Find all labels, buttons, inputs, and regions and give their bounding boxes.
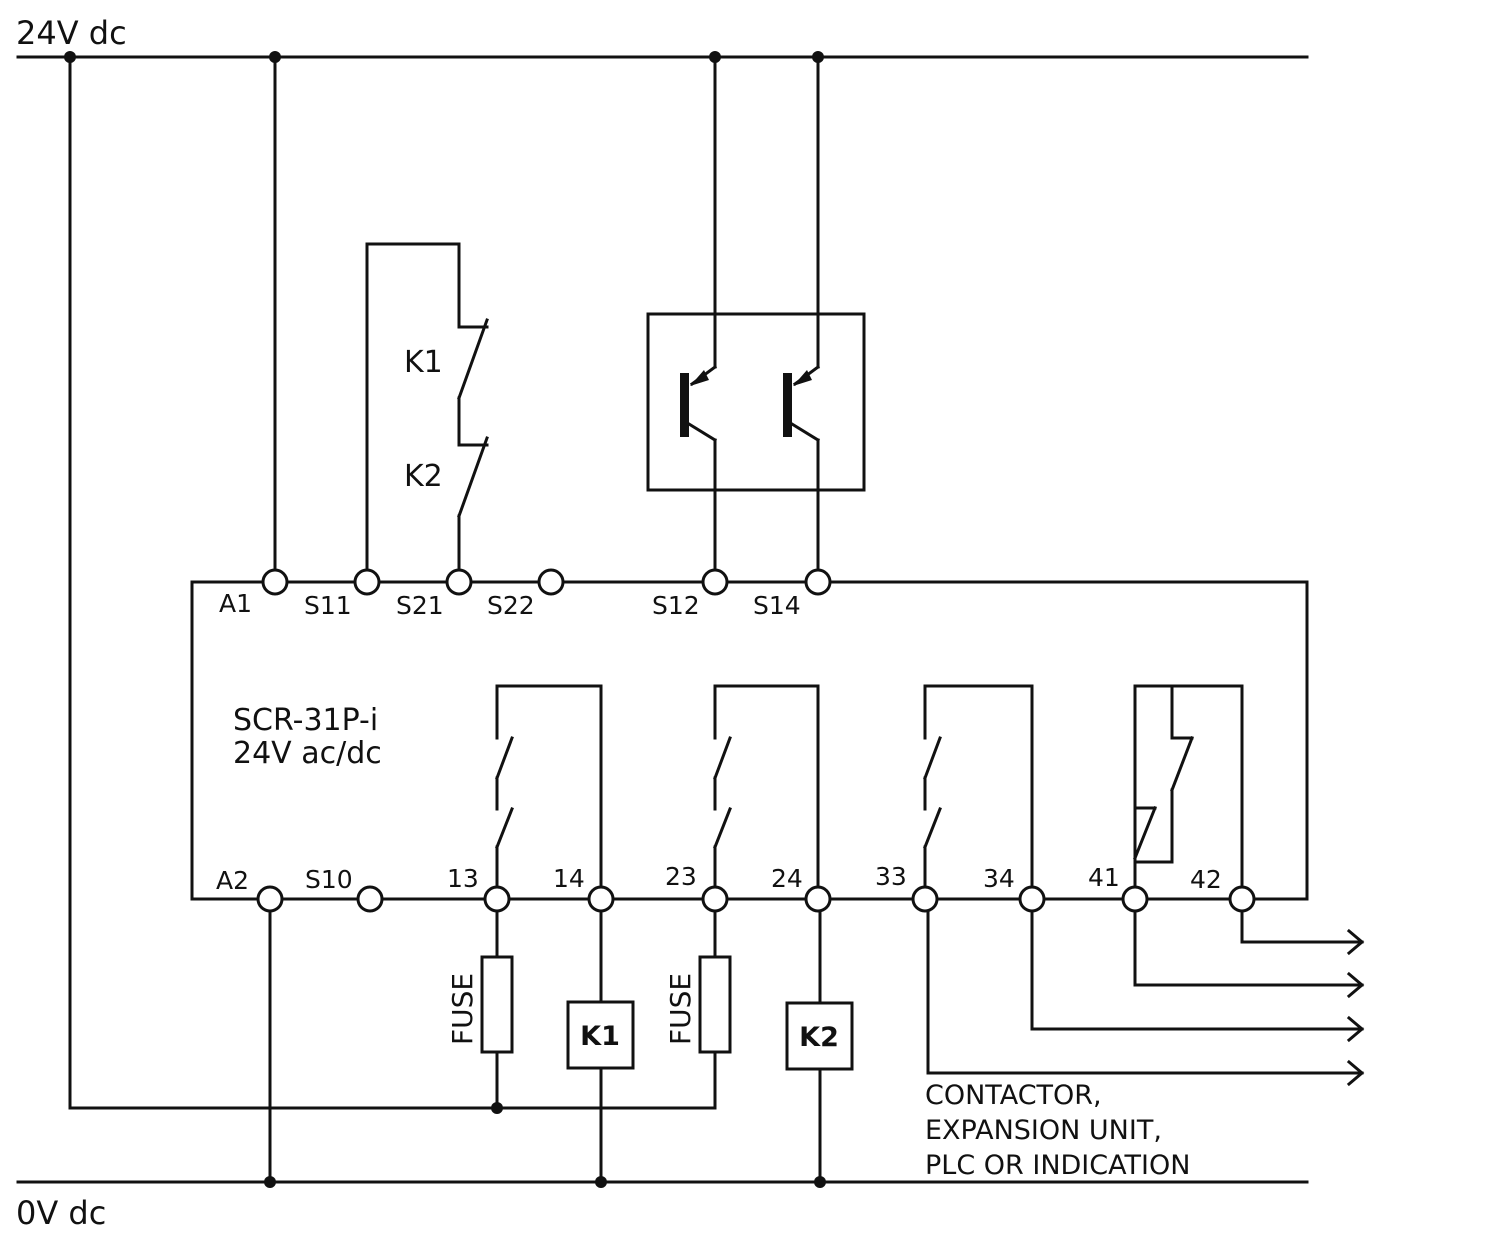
terminal-label-s14: S14 [753, 591, 801, 620]
terminal-s11 [353, 568, 381, 596]
terminal-a1 [261, 568, 289, 596]
output-contact-13-14 [495, 684, 603, 901]
output-contact-41-42 [1133, 684, 1244, 901]
terminal-24 [804, 885, 832, 913]
coil-k1 [566, 1000, 635, 1070]
terminal-label-s22: S22 [487, 591, 535, 620]
junction-dots [64, 51, 826, 1188]
coil-k1-label: K1 [580, 1021, 620, 1052]
terminal-label-33: 33 [875, 862, 907, 891]
terminal-s21 [445, 568, 473, 596]
output-arrows [926, 897, 1365, 1087]
terminal-label-41: 41 [1088, 863, 1120, 892]
terminal-34 [1018, 885, 1046, 913]
terminal-label-23: 23 [665, 862, 697, 891]
terminal-label-24: 24 [771, 864, 803, 893]
terminal-label-s10: S10 [305, 865, 353, 894]
rail-24v-label: 24V dc [16, 14, 127, 52]
terminal-14 [587, 885, 615, 913]
terminal-label-14: 14 [553, 864, 585, 893]
output-contact-33-34 [923, 684, 1034, 901]
transistor-block [646, 55, 866, 584]
outputs-note-line-2: EXPANSION UNIT, [925, 1115, 1162, 1146]
fuse-1 [480, 955, 514, 1054]
k1-contact-label: K1 [404, 345, 443, 380]
k2-contact-label: K2 [404, 459, 443, 494]
terminals-bottom [256, 885, 1256, 913]
device-supply-label: 24V ac/dc [233, 736, 382, 771]
feedback-loop [365, 242, 489, 584]
terminal-41 [1121, 885, 1149, 913]
terminals-top [261, 568, 832, 596]
terminal-label-s21: S21 [396, 591, 444, 620]
terminal-s10 [356, 885, 384, 913]
terminal-label-42: 42 [1190, 865, 1222, 894]
terminal-label-s12: S12 [652, 591, 700, 620]
terminal-label-13: 13 [447, 864, 479, 893]
outputs-note-line-1: CONTACTOR, [925, 1080, 1102, 1111]
terminal-a2 [256, 885, 284, 913]
fuse-2-label: FUSE [664, 973, 697, 1045]
device-outline [190, 580, 1309, 901]
terminal-s22 [537, 568, 565, 596]
terminal-label-s11: S11 [304, 591, 352, 620]
terminal-13 [483, 885, 511, 913]
terminal-42 [1228, 885, 1256, 913]
terminal-label-a1: A1 [219, 589, 252, 618]
outputs-note-line-3: PLC OR INDICATION [925, 1150, 1190, 1181]
fuse-2 [698, 955, 732, 1054]
terminal-label-a2: A2 [216, 866, 249, 895]
rail-0v-label: 0V dc [16, 1194, 106, 1232]
terminal-23 [701, 885, 729, 913]
coil-k2-label: K2 [799, 1022, 839, 1053]
terminal-s12 [701, 568, 729, 596]
fuse-1-label: FUSE [446, 973, 479, 1045]
device-model-label: SCR-31P-i [233, 703, 378, 738]
terminal-33 [911, 885, 939, 913]
terminal-label-34: 34 [983, 864, 1015, 893]
terminal-s14 [804, 568, 832, 596]
